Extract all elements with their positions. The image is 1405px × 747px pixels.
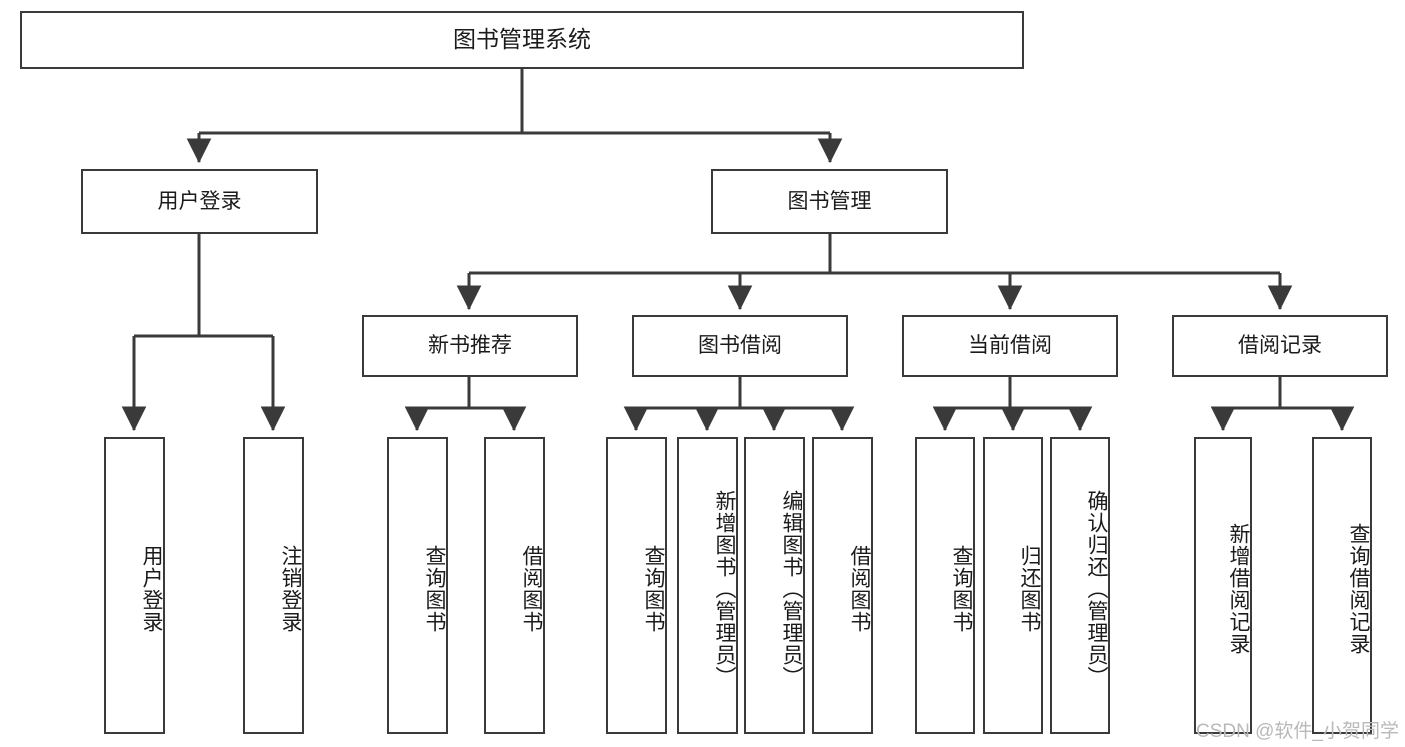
leaf-borrow-book-new-label: 借阅图书 (520, 544, 543, 633)
node-new-book-recommend[interactable]: 新书推荐 (362, 315, 578, 377)
leaf-query-book[interactable]: 查询图书 (606, 437, 667, 734)
watermark: CSDN @软件_小贺同学 (1196, 716, 1399, 743)
leaf-logout[interactable]: 注销登录 (243, 437, 304, 734)
leaf-query-book-label: 查询图书 (642, 544, 665, 633)
leaf-confirm-return-admin[interactable]: 确认归还（管理员） (1050, 437, 1110, 734)
leaf-add-book-admin[interactable]: 新增图书（管理员） (677, 437, 738, 734)
leaf-confirm-return-admin-label: 确认归还（管理员） (1085, 489, 1108, 688)
leaf-query-book-new-label: 查询图书 (423, 544, 446, 633)
node-new-book-recommend-label: 新书推荐 (428, 334, 512, 358)
node-borrow-record-label: 借阅记录 (1238, 334, 1322, 358)
leaf-edit-book-admin[interactable]: 编辑图书（管理员） (744, 437, 805, 734)
node-root[interactable]: 图书管理系统 (20, 11, 1024, 69)
leaf-query-borrow-record-label: 查询借阅记录 (1347, 522, 1370, 655)
leaf-logout-label: 注销登录 (279, 544, 302, 633)
leaf-return-book-label: 归还图书 (1018, 544, 1041, 633)
node-current-borrow[interactable]: 当前借阅 (902, 315, 1118, 377)
leaf-borrow-book-label: 借阅图书 (848, 544, 871, 633)
node-book-borrow[interactable]: 图书借阅 (632, 315, 848, 377)
node-book-borrow-label: 图书借阅 (698, 334, 782, 358)
leaf-add-borrow-record[interactable]: 新增借阅记录 (1194, 437, 1252, 734)
leaf-query-book-current[interactable]: 查询图书 (915, 437, 975, 734)
node-user-login[interactable]: 用户登录 (81, 169, 318, 234)
leaf-query-book-current-label: 查询图书 (950, 544, 973, 633)
leaf-query-borrow-record[interactable]: 查询借阅记录 (1312, 437, 1372, 734)
node-book-management[interactable]: 图书管理 (711, 169, 948, 234)
leaf-user-login[interactable]: 用户登录 (104, 437, 165, 734)
leaf-borrow-book-new[interactable]: 借阅图书 (484, 437, 545, 734)
leaf-user-login-label: 用户登录 (140, 544, 163, 633)
leaf-add-borrow-record-label: 新增借阅记录 (1227, 522, 1250, 655)
node-borrow-record[interactable]: 借阅记录 (1172, 315, 1388, 377)
node-book-management-label: 图书管理 (787, 189, 872, 213)
node-root-label: 图书管理系统 (453, 26, 591, 53)
leaf-return-book[interactable]: 归还图书 (983, 437, 1043, 734)
node-user-login-label: 用户登录 (157, 189, 242, 213)
leaf-add-book-admin-label: 新增图书（管理员） (713, 489, 736, 688)
watermark-text: CSDN @软件_小贺同学 (1196, 721, 1399, 742)
leaf-edit-book-admin-label: 编辑图书（管理员） (780, 489, 803, 688)
leaf-borrow-book[interactable]: 借阅图书 (812, 437, 873, 734)
node-current-borrow-label: 当前借阅 (968, 334, 1052, 358)
leaf-query-book-new[interactable]: 查询图书 (387, 437, 448, 734)
